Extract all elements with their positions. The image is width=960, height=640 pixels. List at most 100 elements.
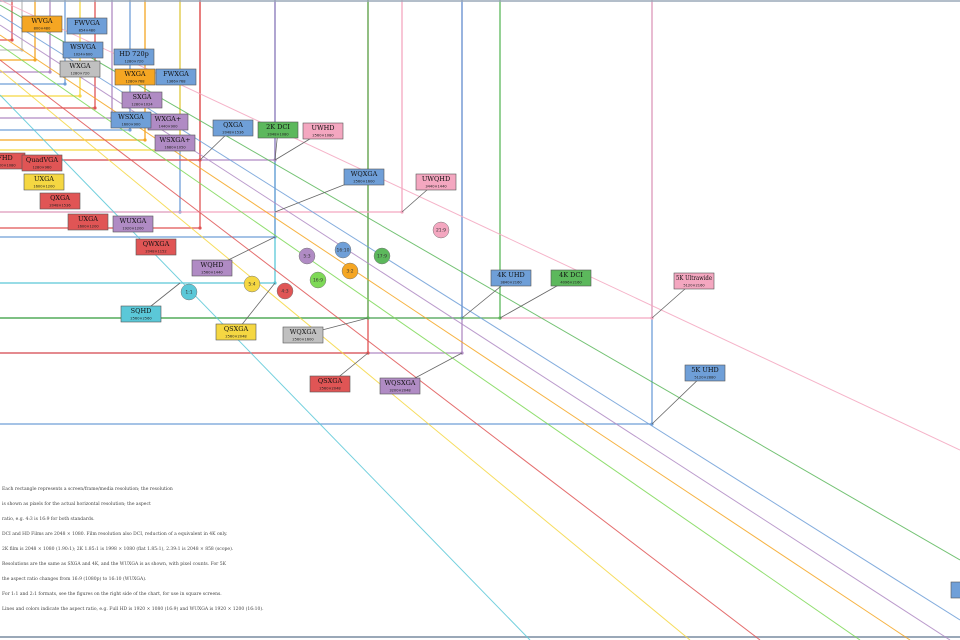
resolution-label-box bbox=[191, 259, 233, 277]
resolution-label-box bbox=[114, 68, 156, 86]
ratio-marker-dot bbox=[298, 247, 316, 265]
resolution-pixels: 1280×1024 bbox=[131, 103, 153, 107]
resolution-label: WQSXGA 3200×2048 bbox=[379, 377, 421, 395]
resolution-label: FHD1920×1080 bbox=[0, 152, 26, 170]
resolution-label-box bbox=[215, 323, 257, 341]
resolution-name: WSXGA+ bbox=[159, 136, 190, 144]
ratio-marker-dot bbox=[334, 241, 352, 259]
corner-dot bbox=[63, 82, 67, 86]
corner-dot bbox=[10, 38, 14, 42]
corner-dot bbox=[93, 106, 97, 110]
resolution-label-box bbox=[212, 119, 254, 137]
ratio-marker: 4:3 bbox=[276, 282, 294, 300]
ratio-marker: 16:9 bbox=[309, 271, 327, 289]
ratio-marker-dot bbox=[243, 275, 261, 293]
resolution-name: SQHD bbox=[131, 307, 152, 315]
notes-block: Each rectangle represents a screen/frame… bbox=[2, 482, 302, 617]
resolution-name: 4K DCI bbox=[559, 271, 583, 279]
resolution-label-box bbox=[21, 154, 63, 172]
ratio-marker: 5:4 bbox=[243, 275, 261, 293]
corner-dot bbox=[128, 128, 132, 132]
ratio-marker: 1:1 bbox=[180, 283, 198, 301]
resolution-pixels: 3200×2048 bbox=[389, 389, 411, 393]
resolution-pixels: 2560×1600 bbox=[292, 338, 314, 342]
ratio-marker-text: 5:4 bbox=[248, 282, 255, 288]
resolution-name: WVGA bbox=[31, 17, 53, 25]
resolution-pixels: 1280×960 bbox=[32, 166, 52, 170]
resolution-label-box bbox=[39, 192, 81, 210]
resolution-label-box bbox=[112, 215, 154, 233]
resolution-label-box bbox=[121, 91, 163, 109]
aspect-ratio-line bbox=[0, 44, 861, 640]
aspect-ratio-line bbox=[0, 69, 691, 640]
note-line: Lines and colors indicate the aspect rat… bbox=[2, 607, 264, 612]
ratio-marker: 5:3 bbox=[298, 247, 316, 265]
resolution-name: QuadVGA bbox=[26, 156, 58, 164]
resolution-pixels: 2560×2048 bbox=[225, 335, 247, 339]
ratio-marker-text: 21:9 bbox=[436, 228, 446, 234]
note-line: ratio, e.g. 4:3 is 16:9 for both standar… bbox=[2, 517, 95, 522]
resolution-name: FWVGA bbox=[74, 19, 100, 27]
resolution-label-box bbox=[379, 377, 421, 395]
resolution-pixels: 5120×2160 bbox=[683, 284, 705, 288]
resolution-label-box bbox=[62, 41, 104, 59]
corner-dot bbox=[48, 70, 52, 74]
note-line: the aspect ratio changes from 16:9 (1080… bbox=[2, 577, 147, 582]
resolution-pixels: 1280×768 bbox=[125, 80, 145, 84]
resolution-label-box bbox=[66, 17, 108, 35]
resolution-name: WSVGA bbox=[70, 43, 96, 51]
resolution-pixels: 2560×1080 bbox=[312, 134, 334, 138]
resolution-name: 2K DCI bbox=[266, 123, 290, 131]
resolution-label: WXGA+ 1440×900 bbox=[147, 113, 189, 131]
resolution-pixels: 1600×900 bbox=[121, 123, 141, 127]
resolution-name: FWXGA bbox=[163, 70, 189, 78]
resolution-pixels: 3440×1440 bbox=[425, 185, 447, 189]
resolution-name: FHD bbox=[0, 154, 13, 162]
resolution-label-box bbox=[21, 15, 63, 33]
resolution-name: 4K UHD bbox=[497, 271, 524, 279]
resolution-pixels: 1440×900 bbox=[158, 125, 178, 129]
resolution-label-box bbox=[113, 48, 155, 66]
resolution-label: WSXGA 1600×900 bbox=[110, 111, 152, 129]
ratio-marker-dot bbox=[309, 271, 327, 289]
resolution-name: WQSXGA bbox=[385, 379, 416, 387]
resolution-name: QWXGA bbox=[143, 240, 170, 248]
aspect-ratio-line bbox=[0, 94, 531, 640]
ratio-marker-text: 4:3 bbox=[281, 289, 288, 295]
resolution-name: WXGA+ bbox=[155, 115, 182, 123]
resolution-label-box bbox=[282, 326, 324, 344]
resolution-label-box bbox=[343, 168, 385, 186]
resolution-pixels: 2560×1600 bbox=[353, 180, 375, 184]
resolution-name: QXGA bbox=[223, 121, 243, 129]
resolution-pixels: 2048×1080 bbox=[267, 133, 289, 137]
resolution-label-box bbox=[490, 269, 532, 287]
resolution-label-box bbox=[257, 121, 299, 139]
resolution-pixels: 2048×1152 bbox=[145, 250, 166, 254]
aspect-ratio-line bbox=[0, 34, 911, 640]
resolution-pixels: 2560×1440 bbox=[201, 271, 223, 275]
resolution-name: UWHD bbox=[311, 124, 334, 132]
resolution-pixels: 1024×600 bbox=[73, 53, 93, 57]
ratio-marker-dot bbox=[341, 262, 359, 280]
corner-dot bbox=[143, 138, 147, 142]
resolution-label-box bbox=[302, 122, 344, 140]
resolution-name: WXGA bbox=[69, 62, 91, 70]
resolution-name: WUXGA bbox=[120, 217, 147, 225]
note-line: Each rectangle represents a screen/frame… bbox=[2, 487, 173, 492]
resolution-pixels: 1280×720 bbox=[70, 72, 90, 76]
resolution-name: WSXGA bbox=[118, 113, 144, 121]
resolution-label-box bbox=[155, 68, 197, 86]
resolution-pixels: 854×480 bbox=[79, 29, 96, 33]
resolution-name: QXGA bbox=[50, 194, 70, 202]
